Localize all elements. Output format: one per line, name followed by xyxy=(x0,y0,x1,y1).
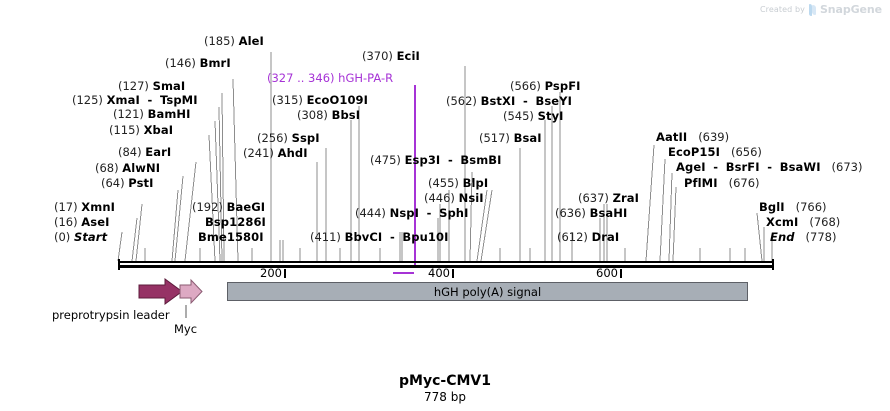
site-label-AhdI[interactable]: (241) AhdI xyxy=(243,146,308,160)
site-label-XbaI[interactable]: (115) XbaI xyxy=(109,123,174,137)
site-label-Bme1580I[interactable]: Bme1580I xyxy=(198,230,264,244)
feature-label-preprotrypsin-leader: preprotrypsin leader xyxy=(52,308,170,322)
site-label-XmnI[interactable]: (17) XmnI xyxy=(54,200,115,214)
snapgene-watermark: Created by SnapGene xyxy=(760,3,882,16)
site-label-XcmI[interactable]: XcmI (768) xyxy=(766,215,841,229)
feature-label-Myc: Myc xyxy=(174,322,198,336)
site-label-BsaHI[interactable]: (636) BsaHI xyxy=(555,206,628,220)
site-label-NsiI[interactable]: (446) NsiI xyxy=(424,191,484,205)
site-label-SmaI[interactable]: (127) SmaI xyxy=(118,79,186,93)
snapgene-logo-icon xyxy=(808,3,816,16)
site-label-BglI[interactable]: BglI (766) xyxy=(759,200,827,214)
site-label-BstXI-BseYI[interactable]: (562) BstXI - BseYI xyxy=(446,94,572,108)
sequence-backbone-upper xyxy=(118,261,774,263)
site-label-EarI[interactable]: (84) EarI xyxy=(118,145,172,159)
site-label-XmaI-TspMI[interactable]: (125) XmaI - TspMI xyxy=(72,93,198,107)
site-label-EcoP15I[interactable]: EcoP15I (656) xyxy=(668,145,762,159)
backbone-start-cap xyxy=(118,259,120,270)
site-label-BlpI[interactable]: (455) BlpI xyxy=(428,176,489,190)
primer-label-hGH-PA-R[interactable]: (327 .. 346) hGH-PA-R xyxy=(267,71,394,85)
plasmid-length: 778 bp xyxy=(424,390,466,404)
watermark-brand-label: SnapGene xyxy=(819,3,882,16)
feature-bar-hGH-polyA-signal[interactable]: hGH poly(A) signal xyxy=(227,282,748,301)
site-label-Esp3I-BsmBI[interactable]: (475) Esp3I - BsmBI xyxy=(370,153,502,167)
feature-bar-label: hGH poly(A) signal xyxy=(433,284,542,299)
site-label-AatII[interactable]: AatII (639) xyxy=(656,130,730,144)
site-label-SspI[interactable]: (256) SspI xyxy=(257,131,320,145)
site-label-BbsI[interactable]: (308) BbsI xyxy=(297,108,361,122)
ruler-tick-600 xyxy=(620,269,622,278)
ruler-label-400: 400 xyxy=(428,266,450,280)
site-label-DraI[interactable]: (612) DraI xyxy=(557,230,620,244)
sequence-backbone-lower xyxy=(118,265,774,268)
site-label-NspI-SphI[interactable]: (444) NspI - SphI xyxy=(355,206,469,220)
backbone-end-cap xyxy=(772,259,774,270)
site-label-EciI[interactable]: (370) EciI xyxy=(362,49,420,63)
site-label-PflMI[interactable]: PflMI (676) xyxy=(684,176,760,190)
watermark-created-by-label: Created by xyxy=(759,5,805,14)
ruler-label-600: 600 xyxy=(596,266,618,280)
site-label-Start[interactable]: (0) Start xyxy=(54,230,108,244)
site-label-BmrI[interactable]: (146) BmrI xyxy=(165,56,231,70)
site-label-BamHI[interactable]: (121) BamHI xyxy=(113,107,191,121)
site-label-BaeGI[interactable]: (192) BaeGI xyxy=(192,200,266,214)
site-label-ZraI[interactable]: (637) ZraI xyxy=(578,191,640,205)
site-label-AgeI-BsrFI-BsaWI[interactable]: AgeI - BsrFI - BsaWI (673) xyxy=(676,160,863,174)
feature-arrow-preprotrypsin-leader[interactable] xyxy=(138,278,204,306)
site-label-StyI[interactable]: (545) StyI xyxy=(503,109,564,123)
site-label-AleI[interactable]: (185) AleI xyxy=(204,34,264,48)
ruler-tick-400 xyxy=(452,269,454,278)
site-label-Bsp1286I[interactable]: Bsp1286I xyxy=(205,215,266,229)
ruler-label-200: 200 xyxy=(260,266,282,280)
site-label-End[interactable]: End (778) xyxy=(770,230,837,244)
site-label-AseI[interactable]: (16) AseI xyxy=(54,215,110,229)
ruler-tick-200 xyxy=(284,269,286,278)
site-label-BbvCI-Bpu10I[interactable]: (411) BbvCI - Bpu10I xyxy=(310,230,449,244)
site-label-AlwNI[interactable]: (68) AlwNI xyxy=(95,161,161,175)
site-label-PstI[interactable]: (64) PstI xyxy=(101,176,154,190)
site-label-BsaI[interactable]: (517) BsaI xyxy=(479,131,542,145)
site-label-PspFI[interactable]: (566) PspFI xyxy=(510,79,581,93)
plasmid-title: pMyc-CMV1 xyxy=(399,373,491,389)
site-label-EcoO109I[interactable]: (315) EcoO109I xyxy=(272,93,369,107)
